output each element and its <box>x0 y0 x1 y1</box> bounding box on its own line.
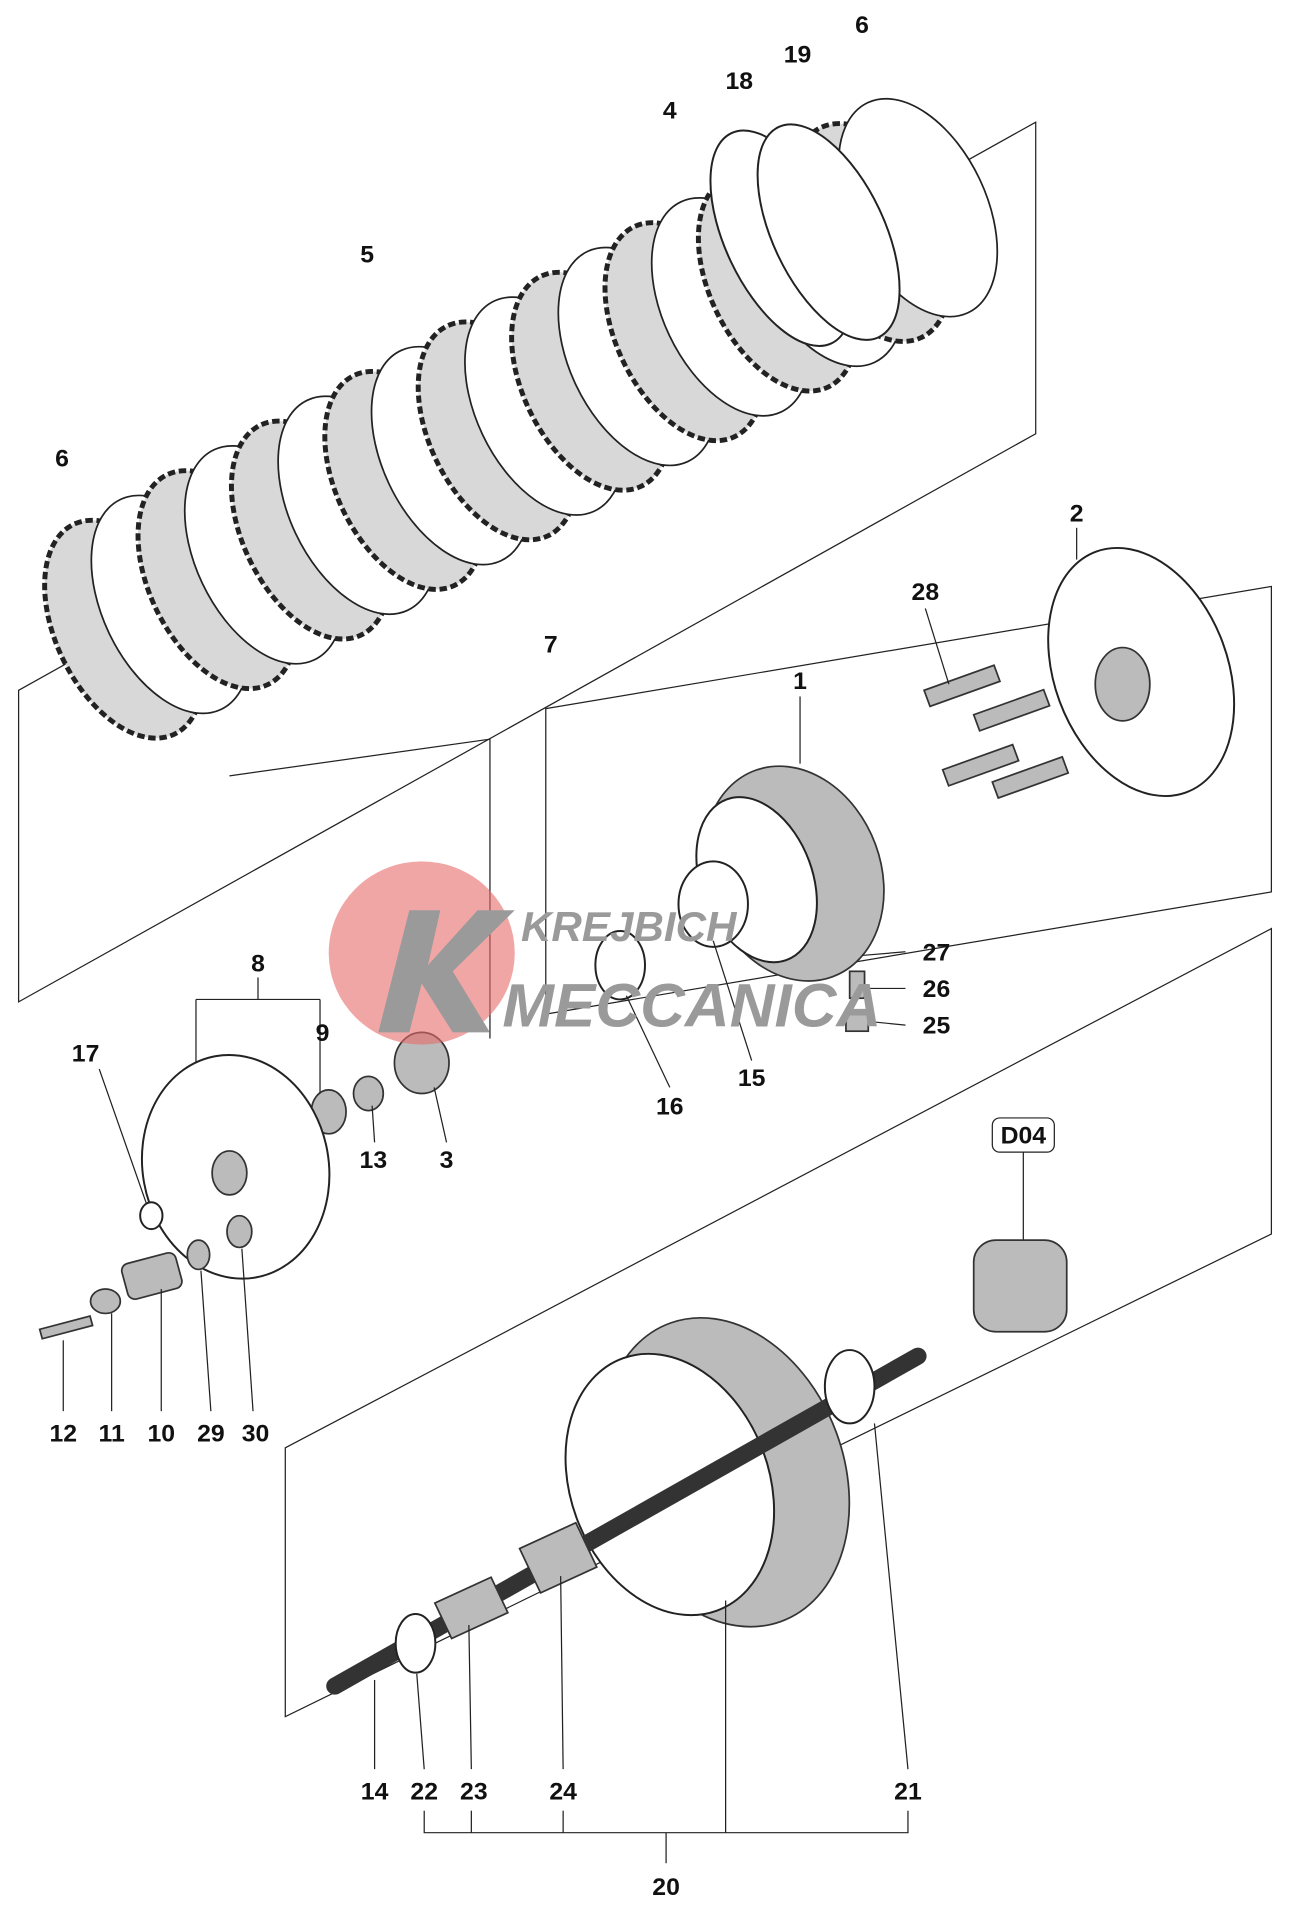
label-13: 13 <box>360 1147 388 1174</box>
label-28: 28 <box>912 579 940 606</box>
bush-30 <box>226 1214 253 1249</box>
label-27: 27 <box>923 939 951 966</box>
label-8: 8 <box>251 950 265 977</box>
washer-16 <box>594 930 646 1001</box>
label-22: 22 <box>410 1779 438 1806</box>
label-24: 24 <box>549 1779 577 1806</box>
label-15: 15 <box>738 1065 766 1092</box>
studs <box>922 664 1070 800</box>
label-17: 17 <box>72 1041 100 1068</box>
label-25: 25 <box>923 1013 951 1040</box>
label-2: 2 <box>1070 501 1084 528</box>
pin-26 <box>848 970 866 1000</box>
label-20: 20 <box>652 1874 680 1901</box>
screw-12 <box>38 1314 94 1340</box>
washer-29 <box>186 1239 211 1271</box>
label-3: 3 <box>440 1147 454 1174</box>
label-18: 18 <box>725 68 753 95</box>
watermark-line1: KREJBICH <box>521 903 737 950</box>
label-6-top: 6 <box>855 12 869 39</box>
watermark-k-shape <box>378 910 515 1033</box>
clutch-basket <box>326 1316 927 1695</box>
leader-lines <box>62 527 1078 1864</box>
lock-plate-15 <box>677 860 749 948</box>
watermark-line2: MECCANICA <box>502 972 881 1040</box>
label-23: 23 <box>460 1779 488 1806</box>
label-26: 26 <box>923 976 951 1003</box>
label-9: 9 <box>316 1020 330 1047</box>
label-7: 7 <box>544 632 558 659</box>
label-5: 5 <box>360 242 374 269</box>
label-12: 12 <box>49 1421 77 1448</box>
cup-11 <box>89 1288 122 1315</box>
clutch-cover <box>140 1054 331 1280</box>
clutch-plates <box>42 97 999 741</box>
pressure-plate <box>1047 546 1236 798</box>
watermark-logo: KREJBICH MECCANICA <box>328 861 881 1045</box>
label-11: 11 <box>99 1421 125 1448</box>
label-10: 10 <box>147 1421 175 1448</box>
circlip-17 <box>139 1201 164 1231</box>
ring-19 <box>756 123 901 341</box>
bush-13 <box>352 1075 385 1112</box>
label-16: 16 <box>656 1093 684 1120</box>
label-14: 14 <box>361 1779 389 1806</box>
hub-group-frame <box>545 585 1273 1015</box>
label-6-left: 6 <box>55 446 69 473</box>
part-labels: 6 19 18 4 5 6 7 2 28 1 27 26 25 8 9 17 1… <box>49 12 1083 1901</box>
spring-10 <box>120 1251 183 1301</box>
label-30: 30 <box>242 1421 270 1448</box>
label-1: 1 <box>793 668 807 695</box>
label-d04: D04 <box>1001 1123 1047 1150</box>
slave-cylinder-d04 <box>972 1117 1068 1333</box>
basket-group-frame <box>284 927 1273 1718</box>
label-29: 29 <box>197 1421 225 1448</box>
label-21: 21 <box>894 1779 922 1806</box>
label-19: 19 <box>784 41 812 68</box>
label-4: 4 <box>663 98 677 125</box>
